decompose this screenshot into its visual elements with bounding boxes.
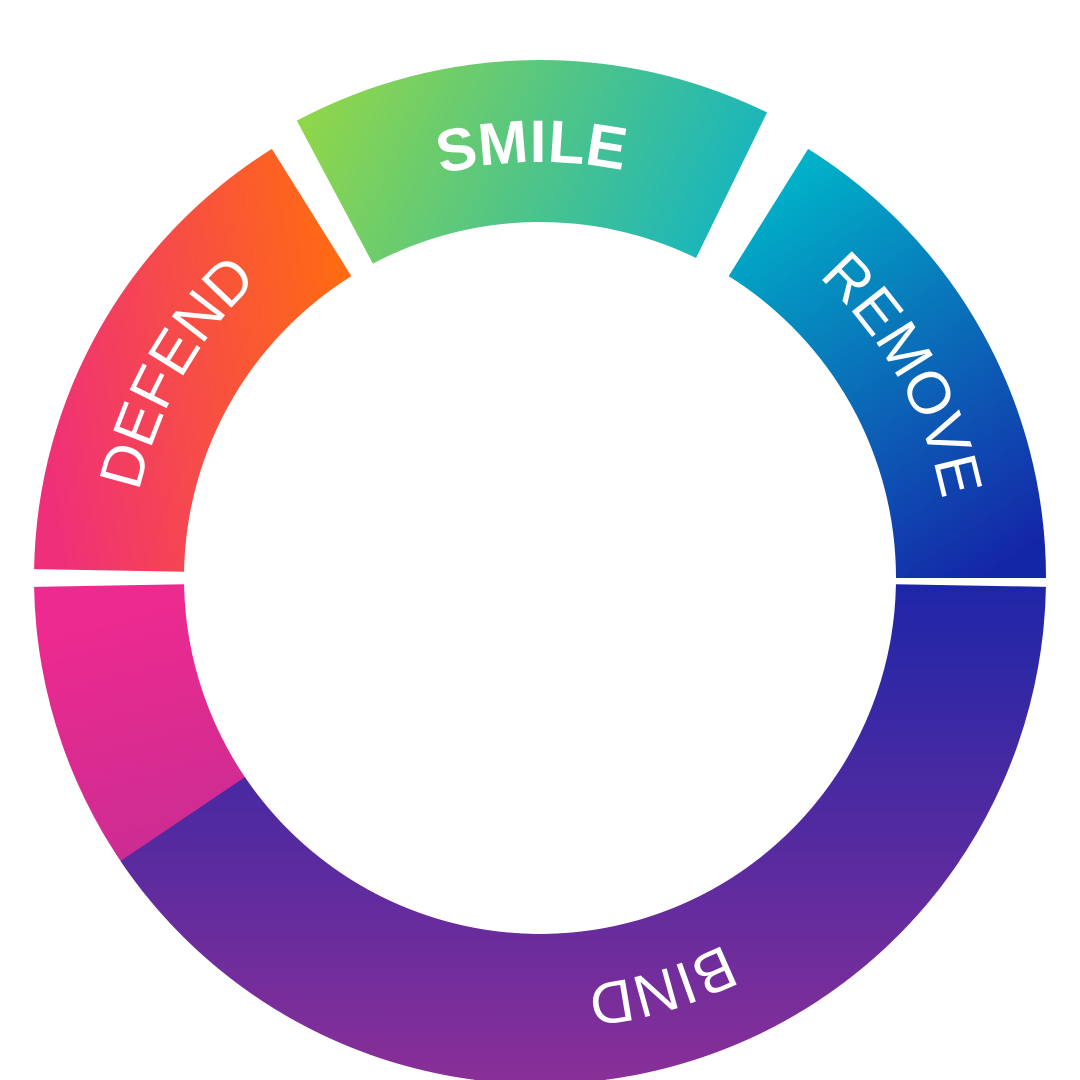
segment-defend-shape[interactable] [34, 148, 352, 572]
segment-defend[interactable]: DEFEND [34, 148, 352, 572]
segment-smile-label: SMILE [430, 107, 634, 186]
segment-bind[interactable]: BIND [120, 584, 1046, 1080]
segment-bind-shape[interactable] [120, 584, 1046, 1080]
segment-remove[interactable]: REMOVE [728, 148, 1046, 578]
segment-smile[interactable]: SMILE [296, 59, 768, 264]
segment-remove-shape[interactable] [728, 148, 1046, 578]
segment-smile-shape[interactable] [296, 59, 768, 264]
